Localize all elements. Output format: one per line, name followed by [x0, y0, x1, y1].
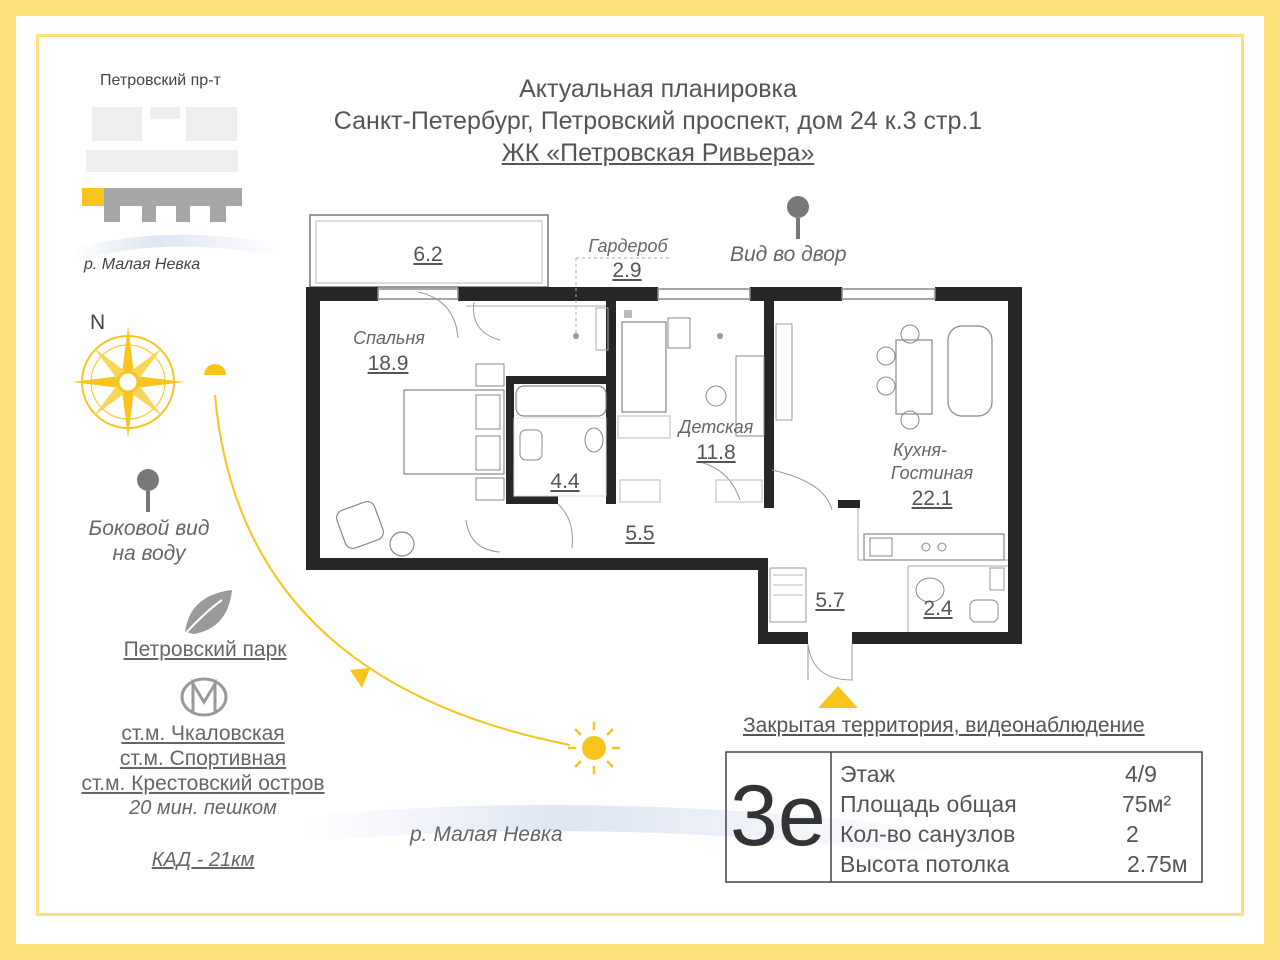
- entrance-marker: [818, 686, 858, 708]
- inner-border: [36, 34, 1244, 916]
- kitchen-label-1: Кухня-: [893, 440, 947, 460]
- compass-icon: [72, 326, 184, 438]
- metro-station-3[interactable]: ст.м. Крестовский остров: [81, 772, 325, 795]
- wardrobe-area: 2.9: [612, 259, 642, 282]
- kids-room-area: 11.8: [696, 441, 736, 464]
- spec-table-frame: [725, 751, 1203, 883]
- ceiling-label: Высота потолка: [840, 851, 1010, 877]
- sun-icon: [568, 722, 620, 774]
- baths-value: 2: [1126, 821, 1139, 847]
- header-address: Санкт-Петербург, Петровский проспект, до…: [333, 107, 983, 135]
- metro-station-2[interactable]: ст.м. Спортивная: [119, 747, 287, 770]
- floor-label: Этаж: [840, 761, 895, 787]
- compass-north: N: [90, 311, 106, 334]
- wardrobe-label: Гардероб: [588, 236, 668, 256]
- building-marker: [82, 188, 104, 206]
- side-view-label-2: на воду: [112, 542, 186, 565]
- kids-room-label: Детская: [678, 417, 754, 437]
- kitchen-area: 22.1: [911, 487, 953, 510]
- park-link[interactable]: Петровский парк: [123, 638, 287, 661]
- balcony-area: 6.2: [413, 243, 443, 266]
- yard-view-label: Вид во двор: [730, 243, 847, 266]
- header-complex-link[interactable]: ЖК «Петровская Ривьера»: [501, 139, 815, 167]
- bedroom-area: 18.9: [367, 352, 409, 375]
- minimap-river: р. Малая Невка: [84, 256, 201, 273]
- metro-station-1[interactable]: ст.м. Чкаловская: [121, 722, 285, 745]
- hall-area: 5.5: [625, 522, 655, 545]
- metro-walk-time: 20 мин. пешком: [129, 797, 277, 819]
- sun-path-arc: [214, 394, 571, 746]
- floor-value: 4/9: [1125, 761, 1157, 787]
- wc-area: 2.4: [923, 597, 953, 620]
- area-value: 75м²: [1122, 791, 1172, 817]
- header-title: Актуальная планировка: [519, 75, 797, 103]
- kad-distance[interactable]: КАД - 21км: [151, 849, 255, 871]
- security-link[interactable]: Закрытая территория, видеонаблюдение: [743, 714, 1145, 737]
- pin-icon: [787, 196, 809, 239]
- river-label: р. Малая Невка: [410, 823, 563, 846]
- floor-plan: [306, 214, 1022, 708]
- area-label: Площадь общая: [840, 791, 1017, 817]
- ceiling-value: 2.75м: [1127, 851, 1188, 877]
- metro-icon: [180, 677, 228, 717]
- apartment-type: 3е: [730, 768, 826, 864]
- pin-icon: [137, 469, 159, 512]
- entry-area: 5.7: [815, 589, 845, 612]
- minimap-street: Петровский пр-т: [100, 72, 221, 89]
- bathroom-area: 4.4: [550, 470, 580, 493]
- bedroom-label: Спальня: [353, 328, 425, 348]
- kitchen-label-2: Гостиная: [890, 463, 974, 483]
- arrow-icon: [350, 668, 370, 688]
- side-view-label: Боковой вид: [88, 517, 210, 540]
- minimap: [67, 107, 286, 264]
- baths-label: Кол-во санузлов: [840, 821, 1016, 847]
